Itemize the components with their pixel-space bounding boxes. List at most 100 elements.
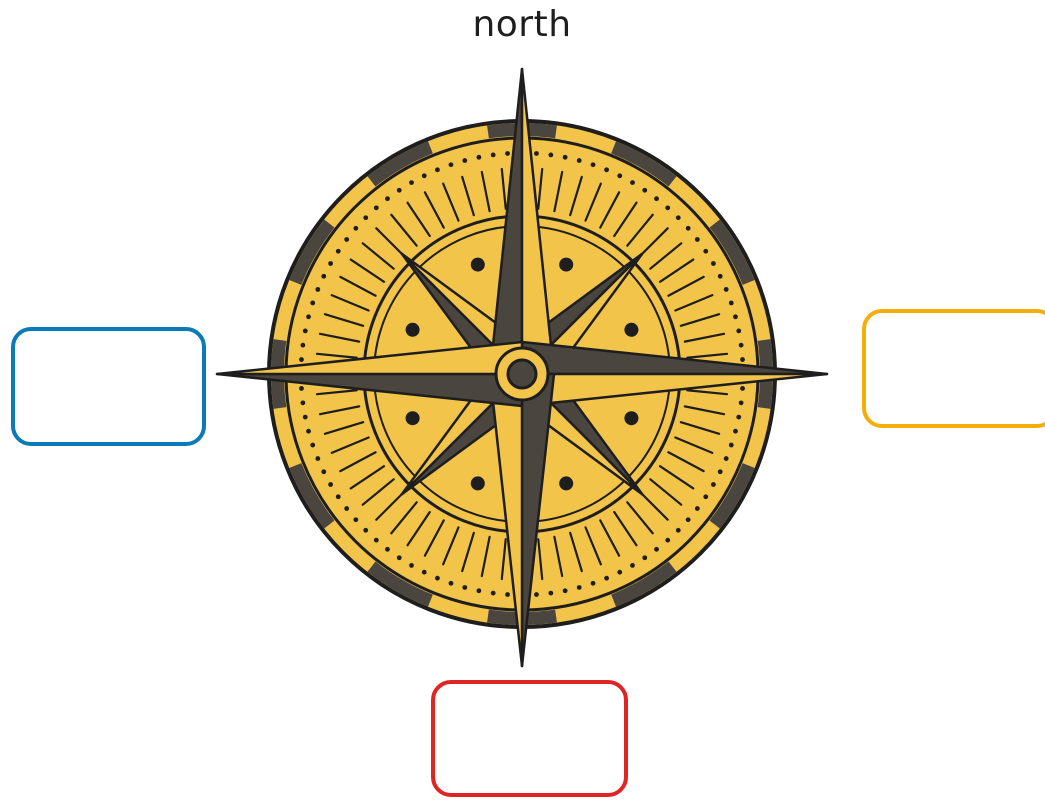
compass-dot (724, 456, 729, 461)
compass-big-dot (559, 476, 573, 490)
compass-dot (711, 261, 716, 266)
compass-dot (736, 415, 741, 420)
compass-dot (718, 274, 723, 279)
compass-dot (300, 400, 305, 405)
compass-dot (548, 591, 553, 596)
compass-dot (617, 570, 622, 575)
compass-dot (476, 155, 481, 160)
compass-big-dot (624, 411, 638, 425)
compass-dot (374, 205, 379, 210)
compass-dot (363, 215, 368, 220)
compass-dot (724, 287, 729, 292)
compass-dot (336, 494, 341, 499)
compass-dot (577, 158, 582, 163)
east-answer-box[interactable] (862, 309, 1045, 428)
compass-dot (534, 151, 539, 156)
compass-dot (409, 180, 414, 185)
compass-big-dot (406, 411, 420, 425)
compass-dot (385, 196, 390, 201)
compass-hub-center (508, 360, 536, 388)
compass-dot (686, 226, 691, 231)
compass-dot (422, 173, 427, 178)
compass-dot (591, 162, 596, 167)
compass-dot (630, 563, 635, 568)
compass-dot (695, 506, 700, 511)
compass-dot (315, 456, 320, 461)
south-answer-box[interactable] (431, 680, 628, 797)
compass-dot (505, 592, 510, 597)
compass-dot (736, 328, 741, 333)
compass-dot (577, 585, 582, 590)
compass-dot (449, 162, 454, 167)
compass-big-dot (471, 476, 485, 490)
compass-dot (505, 151, 510, 156)
compass-dot (740, 386, 745, 391)
compass-dot (353, 517, 358, 522)
west-answer-box[interactable] (11, 327, 206, 446)
compass-dot (303, 328, 308, 333)
compass-dot (374, 538, 379, 543)
compass-dot (591, 581, 596, 586)
compass-dot (491, 591, 496, 596)
compass-dot (703, 249, 708, 254)
compass-big-dot (406, 323, 420, 337)
compass-big-dot (624, 323, 638, 337)
compass-dot (729, 443, 734, 448)
compass-dot (604, 167, 609, 172)
compass-dot (321, 274, 326, 279)
compass-dot (299, 386, 304, 391)
compass-dot (363, 528, 368, 533)
compass-dot (310, 443, 315, 448)
compass-dot (344, 506, 349, 511)
compass-dot (676, 215, 681, 220)
compass-dot (665, 538, 670, 543)
compass-dot (563, 588, 568, 593)
compass-dot (604, 576, 609, 581)
compass-dot (435, 167, 440, 172)
compass-dot (306, 314, 311, 319)
compass-dot (534, 592, 539, 597)
compass-dot (299, 357, 304, 362)
compass-dot (300, 343, 305, 348)
compass-dot (303, 415, 308, 420)
compass-dot (548, 152, 553, 157)
compass-dot (321, 469, 326, 474)
compass-dot (397, 188, 402, 193)
compass-dot (665, 205, 670, 210)
compass-dot (462, 585, 467, 590)
compass-dot (306, 429, 311, 434)
compass-dot (563, 155, 568, 160)
compass-dot (385, 547, 390, 552)
compass-big-dot (471, 258, 485, 272)
compass-dot (739, 343, 744, 348)
compass-dot (462, 158, 467, 163)
compass-dot (353, 226, 358, 231)
compass-dot (686, 517, 691, 522)
compass-big-dot (559, 258, 573, 272)
compass-dot (449, 581, 454, 586)
compass-dot (695, 237, 700, 242)
compass-dot (397, 555, 402, 560)
compass-dot (310, 301, 315, 306)
compass-dot (676, 528, 681, 533)
compass-dot (703, 494, 708, 499)
compass-dot (711, 482, 716, 487)
compass-dot (630, 180, 635, 185)
compass-dot (328, 482, 333, 487)
compass-dot (491, 152, 496, 157)
compass-dot (422, 570, 427, 575)
compass-dot (729, 301, 734, 306)
compass-dot (733, 314, 738, 319)
compass-dot (739, 400, 744, 405)
compass-dot (476, 588, 481, 593)
compass-dot (315, 287, 320, 292)
compass-dot (617, 173, 622, 178)
compass-dot (654, 196, 659, 201)
compass-dot (642, 555, 647, 560)
compass-dot (409, 563, 414, 568)
compass-dot (733, 429, 738, 434)
compass-dot (654, 547, 659, 552)
compass-dot (740, 357, 745, 362)
compass-dot (344, 237, 349, 242)
compass-dot (642, 188, 647, 193)
